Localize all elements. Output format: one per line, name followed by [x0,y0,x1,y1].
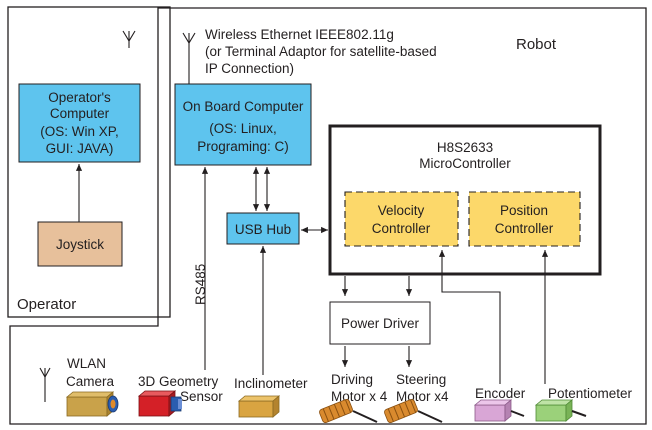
wlan-camera-icon [65,391,119,417]
encoder-feedback-line [438,250,501,384]
operator-antenna-icon [122,30,136,48]
inclinometer-icon [237,395,281,418]
power-driver-label: Power Driver [341,316,420,331]
potentiometer-label: Potentiometer [548,386,633,401]
operator-computer-box [18,83,141,163]
operator-computer-line2: Computer [50,106,110,121]
encoder-label: Encoder [475,386,526,401]
onboard-computer-line1: On Board Computer [183,99,304,114]
driving-motor-line1: Driving [331,372,373,387]
geometry-sensor-line2: Sensor [180,389,223,404]
camera-antenna-icon [39,367,51,402]
position-controller-line2: Controller [495,221,554,236]
operator-computer-line1: Operator's [48,90,111,105]
power-driver-box [329,301,431,345]
driving-motor-icon [319,399,378,423]
microcontroller-line2: MicroController [419,156,511,171]
operator-region [7,6,171,318]
velocity-controller-line1: Velocity [378,203,425,218]
encoder-icon [473,399,525,422]
wireless-note-line3: IP Connection) [205,61,294,76]
position-controller-box [468,191,581,247]
velocity-controller-box [344,191,459,247]
geometry-sensor-line1: 3D Geometry [138,374,219,389]
geometry-sensor-icon [137,390,182,417]
wireless-note-line1: Wireless Ethernet IEEE802.11g [205,27,394,42]
usb-hub-label: USB Hub [235,222,291,237]
operator-region-label: Operator [17,296,76,313]
joystick-box [37,221,123,267]
microcontroller-box [328,124,602,276]
potentiometer-icon [534,399,587,422]
wlan-camera-line2: Camera [66,374,115,389]
onboard-computer-box [174,83,312,166]
robot-region [9,7,647,425]
wlan-camera-line1: WLAN [67,356,106,371]
onboard-computer-line2: (OS: Linux, [209,121,277,136]
operator-computer-line3: (OS: Win XP, [40,124,119,139]
microcontroller-line1: H8S2633 [437,140,493,155]
wireless-note-line2: (or Terminal Adaptor for satellite-based [205,44,437,59]
steering-motor-icon [384,399,443,423]
usb-hub-box [226,212,300,245]
onboard-antenna-icon [182,32,196,84]
rs485-label: RS485 [193,264,208,305]
onboard-computer-line3: Programing: C) [197,139,289,154]
joystick-label: Joystick [56,237,104,252]
operator-computer-line4: GUI: JAVA) [46,141,114,156]
inclinometer-label: Inclinometer [234,376,308,391]
steering-motor-line2: Motor x4 [396,389,449,404]
steering-motor-line1: Steering [396,372,446,387]
position-controller-line1: Position [500,203,548,218]
velocity-controller-line2: Controller [372,221,431,236]
robot-region-label: Robot [516,36,557,53]
